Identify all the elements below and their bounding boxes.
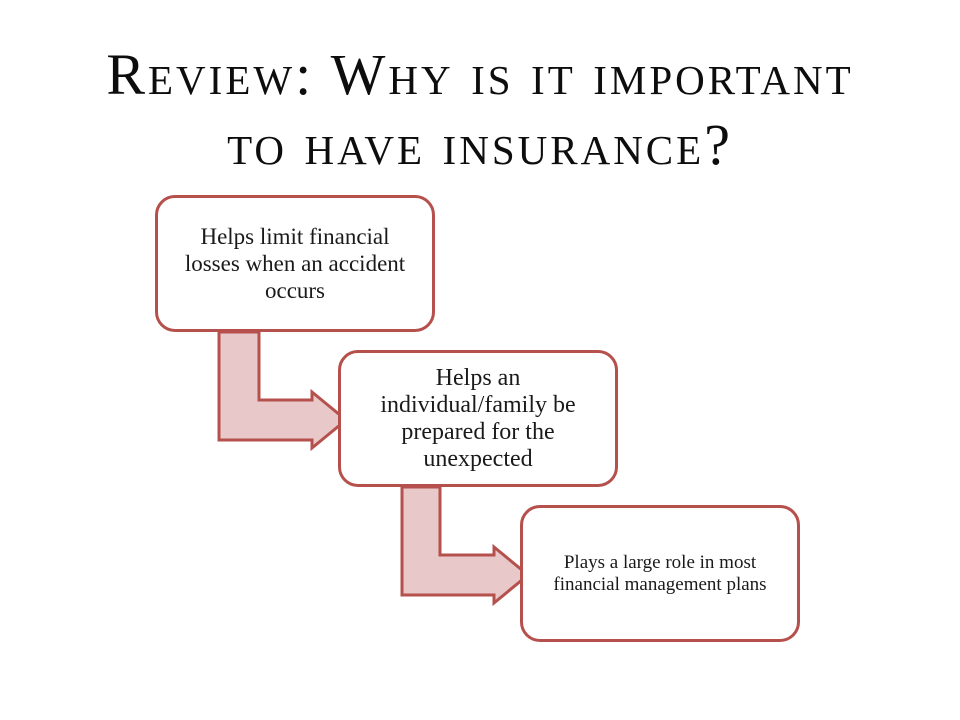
step-box-1: Helps limit financial losses when an acc…	[155, 195, 435, 332]
step-3-text: Plays a large role in most financial man…	[553, 551, 767, 595]
step-1-text: Helps limit financial losses when an acc…	[184, 224, 406, 303]
slide-title: Review: Why is it important to have insu…	[0, 40, 960, 180]
step-box-3: Plays a large role in most financial man…	[520, 505, 800, 642]
bent-arrow-2	[400, 485, 531, 607]
slide-title-line-1: Review: Why is it important	[106, 42, 854, 107]
bent-arrow-1	[217, 330, 349, 452]
step-2-text: Helps an individual/family be prepared f…	[380, 364, 576, 472]
step-box-2: Helps an individual/family be prepared f…	[338, 350, 618, 487]
slide-title-line-2: to have insurance?	[227, 112, 733, 177]
